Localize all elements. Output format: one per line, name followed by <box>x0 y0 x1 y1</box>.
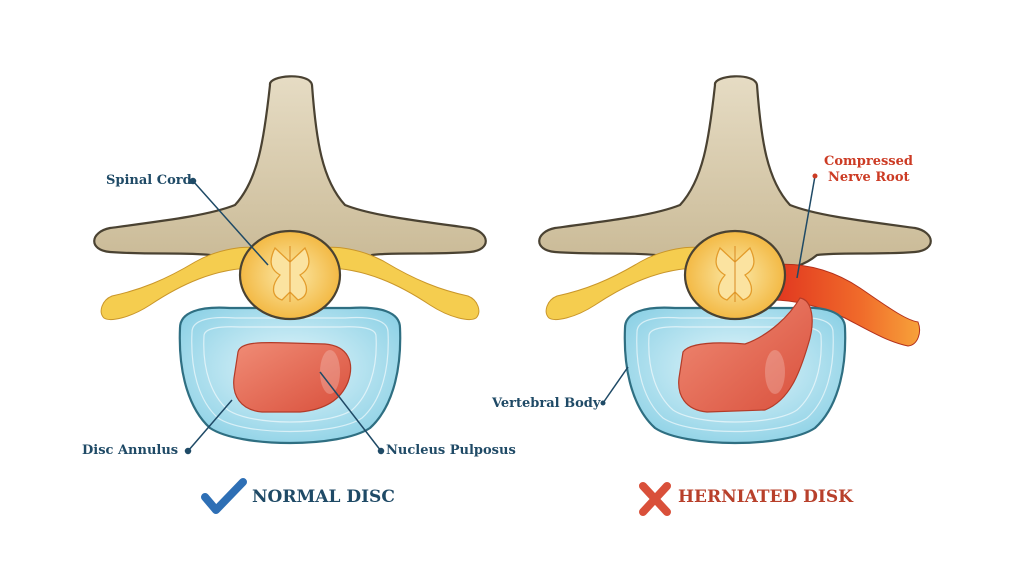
label-disc-annulus: Disc Annulus <box>82 443 179 458</box>
herniated-leaders <box>600 173 818 406</box>
nerve-root-right <box>321 246 480 320</box>
label-nucleus-pulposus: Nucleus Pulposus <box>386 443 516 458</box>
normal-leaders <box>184 177 385 455</box>
nucleus-pulposus <box>233 341 352 413</box>
label-compressed-line1: Compressed <box>824 154 913 169</box>
herniated-nucleus <box>678 297 813 413</box>
normal-disc-illustration <box>93 75 487 445</box>
herniated-disc-illustration <box>538 75 932 445</box>
label-compressed-line2: Nerve Root <box>828 170 910 185</box>
label-vertebral-body: Vertebral Body <box>492 396 601 411</box>
annulus-rings <box>191 316 389 433</box>
caption-herniated-disk: HERNIATED DISK <box>678 487 853 507</box>
label-spinal-cord: Spinal Cord <box>106 173 192 188</box>
nerve-root-left <box>100 246 259 320</box>
cross-icon <box>639 482 671 516</box>
caption-normal-disc: NORMAL DISC <box>252 487 395 507</box>
nerve-root-left-herniated <box>545 246 704 320</box>
annulus-rings-herniated <box>636 316 834 433</box>
check-icon <box>201 478 247 514</box>
